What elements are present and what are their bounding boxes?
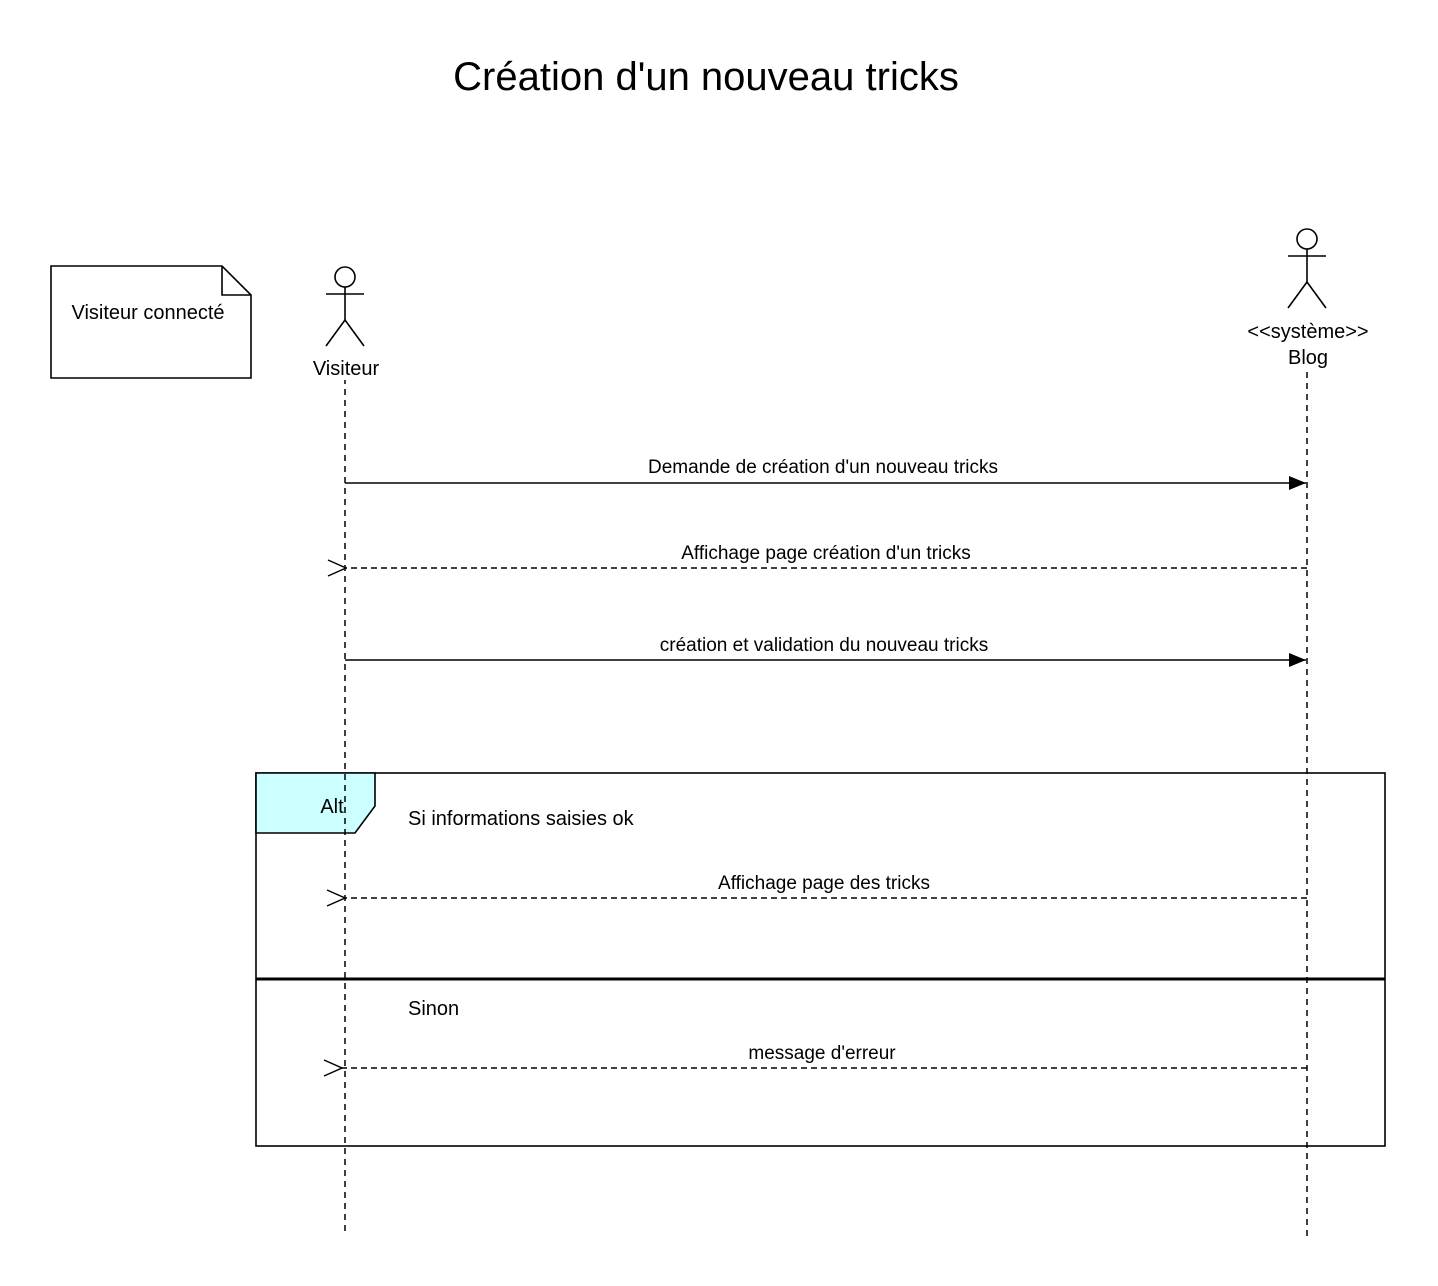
note-shape [50,265,252,379]
actor-leg-left [1287,281,1308,309]
fragment-frame [255,772,1386,1147]
actor-visiteur: Visiteur [300,266,392,380]
fragment-guard-2: Sinon [408,998,459,1020]
actor-leg-left [325,319,346,347]
note-text: Visiteur connecté [71,302,224,324]
actor-head [334,266,356,288]
actor-stereotype: <<système>> [1247,321,1368,343]
actor-leg-right [344,319,365,347]
fragment-guard-1: Si informations saisies ok [408,808,635,830]
message-show-tricks-page: Affichage page des tricks [345,873,1307,898]
message-label: message d'erreur [748,1043,896,1064]
actor-leg-right [1306,281,1327,309]
actor-label-bg [1232,316,1384,372]
actor-blog: <<système>> Blog [1232,228,1384,372]
message-show-create-page: Affichage page création d'un tricks [346,543,1307,568]
fragment-operator: Alt [320,796,344,818]
message-label: Demande de création d'un nouveau tricks [648,457,998,478]
message-create-validate: création et validation du nouveau tricks [345,635,1306,667]
actor-head [1296,228,1318,250]
actor-name: Blog [1288,347,1328,369]
actor-label-bg [300,352,392,380]
alt-fragment: Alt Si informations saisies ok Sinon [255,772,1386,1147]
message-label: création et validation du nouveau tricks [660,635,988,656]
message-label: Affichage page des tricks [718,873,930,894]
note-fold [221,266,251,296]
note: Visiteur connecté [50,265,252,379]
diagram-title: Création d'un nouveau tricks [453,55,959,99]
message-error: message d'erreur [342,1043,1307,1068]
fragment-operator-box [255,772,376,834]
actor-name: Visiteur [313,358,380,380]
message-request-create: Demande de création d'un nouveau tricks [345,457,1306,490]
message-label: Affichage page création d'un tricks [681,543,971,564]
